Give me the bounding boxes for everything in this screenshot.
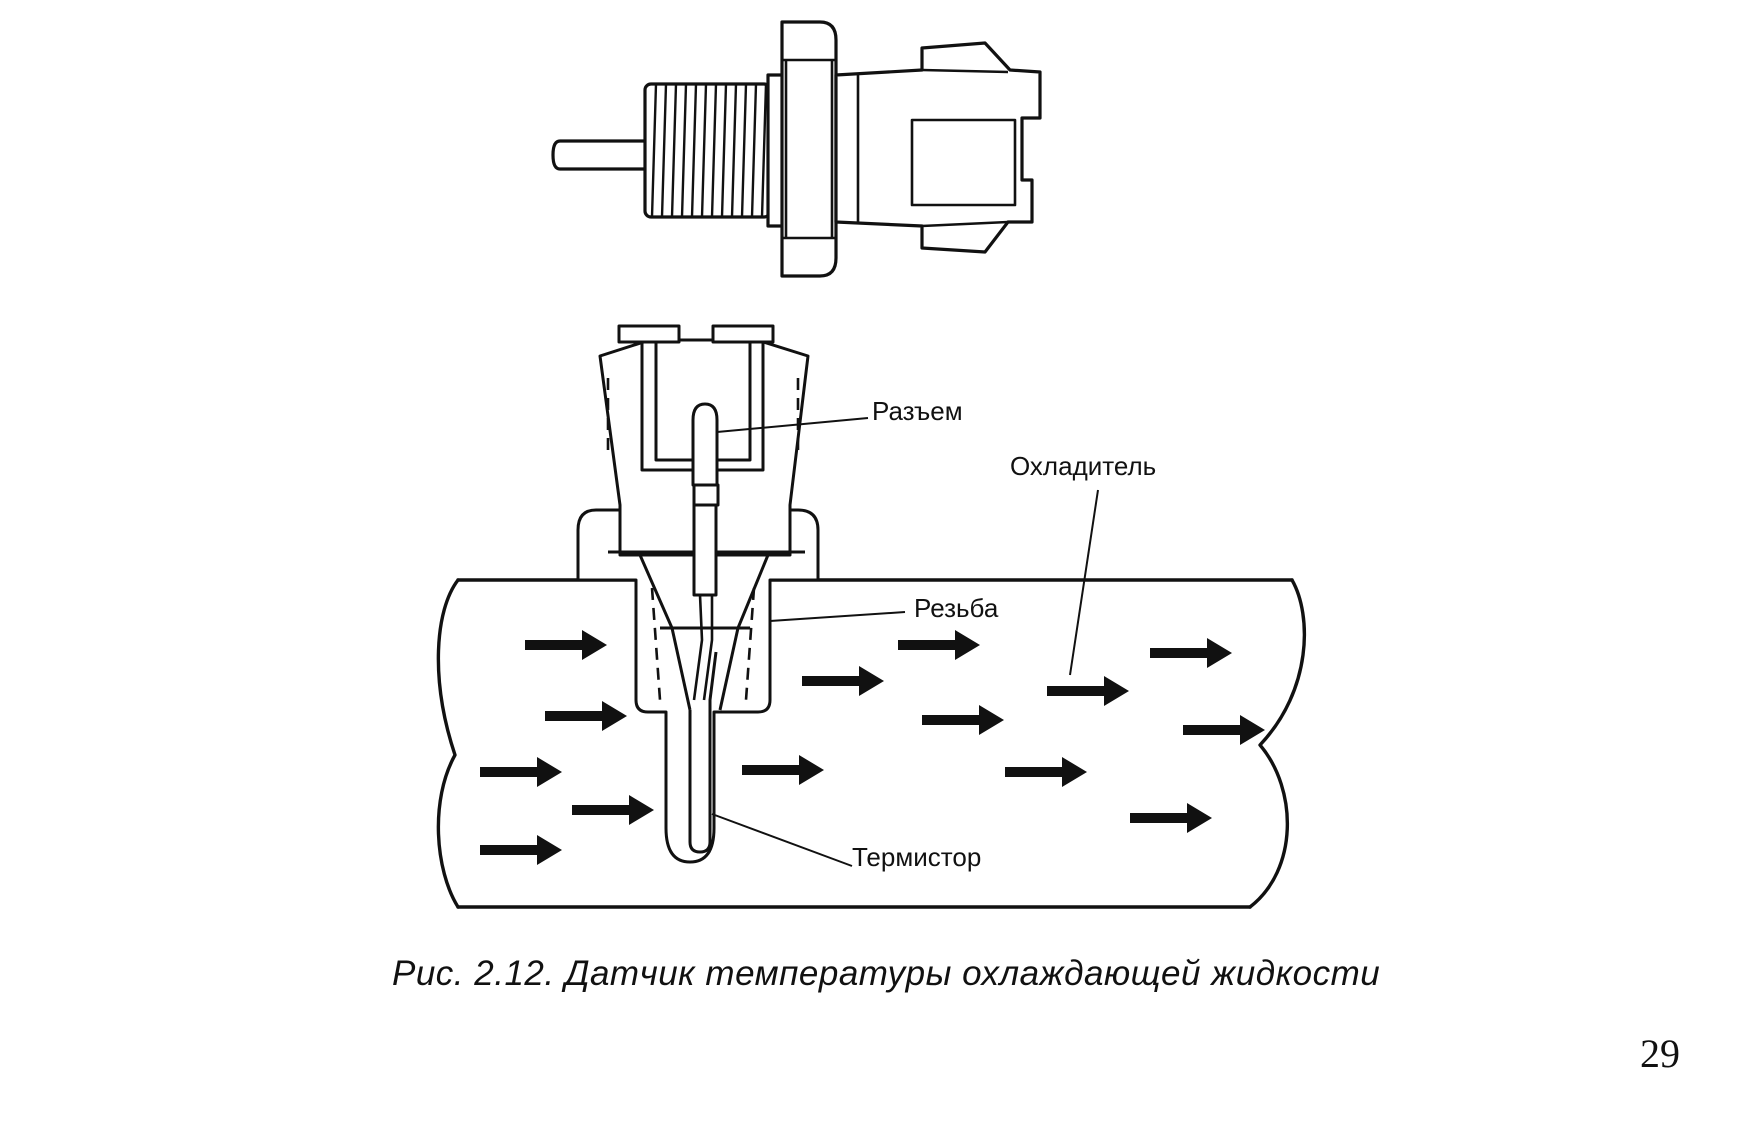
- sensor-thread-lines: [650, 83, 768, 218]
- terminal-lower-body: [692, 503, 718, 597]
- flow-arrow: [802, 666, 884, 696]
- label-thread: Резьба: [914, 593, 999, 623]
- flow-arrow: [742, 755, 824, 785]
- leader-lines: [711, 417, 1099, 867]
- leader-connector: [716, 417, 869, 433]
- coolant-flow-arrows: [480, 630, 1265, 865]
- flow-arrow: [525, 630, 607, 660]
- figure-caption: Рис. 2.12. Датчик температуры охлаждающе…: [392, 954, 1381, 993]
- sensor-probe-tip: [551, 139, 650, 171]
- flow-arrow: [572, 795, 654, 825]
- label-thermistor: Термистор: [852, 842, 981, 872]
- sensor-connector-housing: [834, 41, 1042, 254]
- flow-arrow: [922, 705, 1004, 735]
- probe-inner-tube: [688, 651, 718, 854]
- flow-arrow: [1150, 638, 1232, 668]
- page-number: 29: [1640, 1031, 1680, 1076]
- label-connector: Разъем: [872, 396, 963, 426]
- flow-arrow: [545, 701, 627, 731]
- flow-arrow: [480, 757, 562, 787]
- sensor-cross-section: [576, 324, 820, 864]
- terminal-rod: [691, 402, 719, 487]
- flow-arrow: [1047, 676, 1129, 706]
- connector-dashed-lines: [606, 378, 800, 450]
- inner-cone: [638, 554, 770, 711]
- leader-thread: [769, 611, 906, 622]
- label-coolant: Охладитель: [1010, 451, 1156, 481]
- sensor-hex-nut: [780, 20, 838, 278]
- leader-thermistor: [711, 813, 853, 867]
- coolant-pipe: [436, 578, 1307, 909]
- flow-arrow: [898, 630, 980, 660]
- pipe-right-end: [1248, 578, 1307, 909]
- flow-arrow: [480, 835, 562, 865]
- leader-coolant: [1069, 489, 1099, 676]
- terminal-sleeve: [692, 483, 720, 507]
- flow-arrow: [1130, 803, 1212, 833]
- flow-arrow: [1005, 757, 1087, 787]
- flow-arrow: [1183, 715, 1265, 745]
- connector-top-cap-right: [711, 324, 775, 344]
- sensor-external-view: [551, 20, 1042, 278]
- connector-top-cap-left: [617, 324, 681, 344]
- pipe-left-end: [436, 578, 460, 909]
- thermistor-lead: [692, 594, 714, 701]
